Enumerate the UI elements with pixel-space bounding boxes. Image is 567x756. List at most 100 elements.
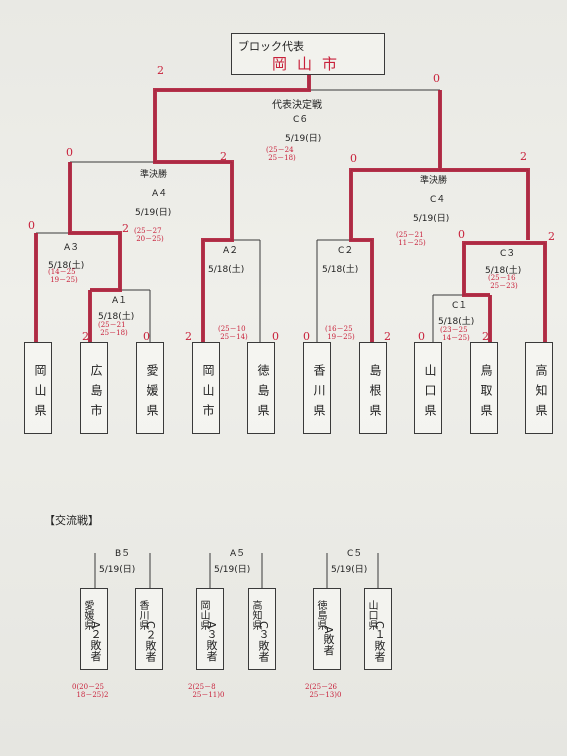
team-name: 岡山市 [201,364,215,424]
a2-left-score: 2 [185,330,192,343]
team-name: 愛媛県 [145,364,159,424]
final-left-score: 2 [157,64,164,77]
a1-id: A１ [112,296,128,306]
c1-id: C１ [452,301,468,311]
semi-right-date: 5/19(日) [413,214,450,224]
c3-right-score: 2 [548,230,555,243]
exchange-game-date: 5/19(日) [99,565,136,575]
a1-date: 5/18(土) [98,312,135,322]
exchange-right-slot: C１敗者山口県 [364,588,392,670]
exchange-game-header: A５ 5/19(日) [210,546,262,580]
exchange-slot-label: C２敗者 [144,620,157,662]
a3-date: 5/18(土) [48,261,85,271]
c1-right-score: 2 [482,330,489,343]
a1-right-score: 0 [143,330,150,343]
a2-right-score: 0 [272,330,279,343]
c2-id: C２ [338,246,354,256]
team-name: 鳥取県 [479,364,493,424]
final-id: C６ [293,115,309,125]
team-box: 広島市 [80,342,108,434]
c3-date: 5/18(土) [485,266,522,276]
semi-left-left-score: 0 [66,146,73,159]
a3-id: A３ [64,243,80,253]
team-name: 香川県 [312,364,326,424]
block-representative-box: ブロック代表 岡山市 [231,33,385,75]
c2-right-score: 2 [384,330,391,343]
team-box: 鳥取県 [470,342,498,434]
c1-date: 5/18(土) [438,317,475,327]
exchange-game-header: B５ 5/19(日) [95,546,150,580]
c2-date: 5/18(土) [322,265,359,275]
team-box: 島根県 [359,342,387,434]
c2-sets: (16－25 19－25) [325,325,355,341]
a3-left-score: 0 [28,219,35,232]
exchange-game-id: B５ [115,549,131,559]
exchange-left-slot: A敗者徳島県 [313,588,341,670]
team-box: 愛媛県 [136,342,164,434]
team-box: 山口県 [414,342,442,434]
semi-left-date: 5/19(日) [135,208,172,218]
team-name: 島根県 [368,364,382,424]
c3-left-score: 0 [458,228,465,241]
final-title: 代表決定戦 [272,100,322,111]
semi-right-sets: (25－21 11－25) [396,231,426,247]
exchange-slot-filled-team: 愛媛県 [82,600,93,630]
exchange-slot-filled-team: 山口県 [366,600,377,630]
team-box: 徳島県 [247,342,275,434]
final-date: 5/19(日) [285,134,322,144]
team-name: 山口県 [423,364,437,424]
block-winner-text: 岡山市 [272,55,348,73]
exchange-game-date: 5/19(日) [214,565,251,575]
a1-left-score: 2 [82,330,89,343]
final-sets: (25－24 25－18) [266,146,296,162]
exchange-game-id: C５ [347,549,363,559]
exchange-slot-filled-team: 高知県 [250,600,261,630]
team-name: 徳島県 [256,364,270,424]
team-name: 岡山県 [33,364,47,424]
c3-id: C３ [500,249,516,259]
semi-right-right-score: 2 [520,150,527,163]
exchange-slot-filled-team: 岡山県 [198,600,209,630]
team-name: 高知県 [534,364,548,424]
exchange-slot-filled-team: 徳島県 [315,600,326,630]
c1-sets: (23－25 14－25) [440,326,470,342]
exchange-result: 0(20－25 18－25)2 [72,683,109,699]
c1-left-score: 0 [418,330,425,343]
final-right-score: 0 [433,72,440,85]
semi-right-title: 準決勝 [420,176,448,186]
exchange-slot-label: A敗者 [322,626,335,656]
c2-left-score: 0 [303,330,310,343]
a2-sets: (25－10 25－14) [218,325,248,341]
block-representative-label: ブロック代表 [238,40,304,53]
semi-left-id: A４ [152,189,168,199]
exchange-left-slot: A２敗者愛媛県 [80,588,108,670]
winner-path [34,75,547,342]
exchange-slot-label: A２敗者 [89,620,102,662]
a2-date: 5/18(土) [208,265,245,275]
semi-right-left-score: 0 [350,152,357,165]
team-name: 広島市 [89,364,103,424]
team-box: 岡山県 [24,342,52,434]
exchange-game-date: 5/19(日) [331,565,368,575]
exchange-slot-label: C１敗者 [373,620,386,662]
a3-right-score: 2 [122,222,129,235]
exchange-right-slot: C３敗者高知県 [248,588,276,670]
team-box: 高知県 [525,342,553,434]
exchange-heading: 【交流戦】 [44,514,99,527]
c3-sets: (25－16 25－23) [488,274,518,290]
team-box: 香川県 [303,342,331,434]
exchange-slot-label: C３敗者 [257,620,270,662]
exchange-game-id: A５ [230,549,246,559]
exchange-right-slot: C２敗者香川県 [135,588,163,670]
semi-left-right-score: 2 [220,150,227,163]
exchange-game-header: C５ 5/19(日) [327,546,379,580]
a1-sets: (25－21 25－18) [98,321,128,337]
a3-sets: (14－25 19－25) [48,268,78,284]
exchange-result: 2(25－8 25－11)0 [188,683,225,699]
exchange-left-slot: A３敗者岡山県 [196,588,224,670]
a2-id: A２ [223,246,239,256]
semi-left-title: 準決勝 [140,170,168,180]
semi-left-sets: (25－27 20－25) [134,227,164,243]
exchange-slot-label: A３敗者 [205,620,218,662]
